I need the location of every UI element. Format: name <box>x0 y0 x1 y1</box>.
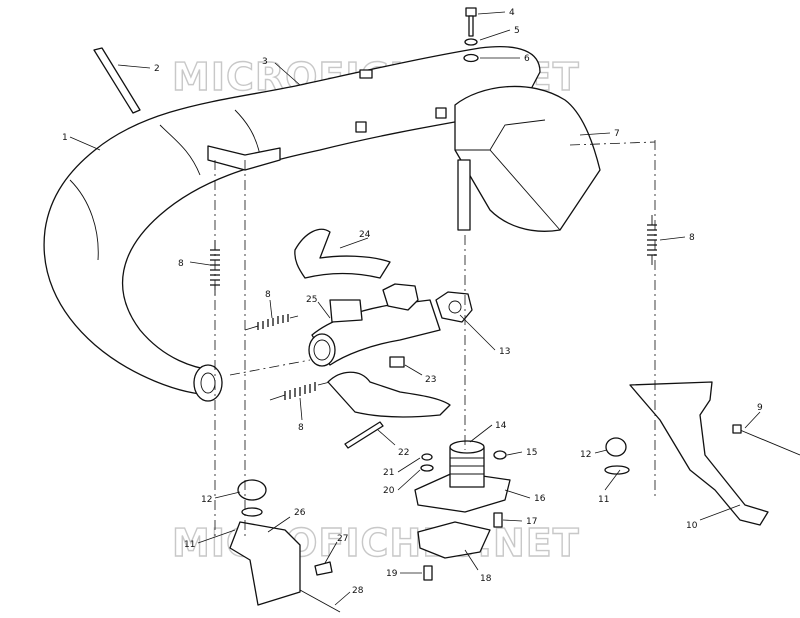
callout-18: 18 <box>480 574 492 584</box>
callout-12-left: 12 <box>201 495 212 505</box>
gasket-1 <box>382 283 419 311</box>
upper-heat-shield <box>294 228 391 279</box>
mount-plate <box>417 521 491 559</box>
spring-right-vertical <box>647 215 657 265</box>
callout-5: 5 <box>514 26 520 36</box>
callout-8-left: 8 <box>178 259 184 269</box>
stud-23 <box>389 356 405 368</box>
callout-14: 14 <box>495 421 507 431</box>
callout-15: 15 <box>526 448 537 458</box>
callout-23: 23 <box>425 375 436 385</box>
callout-7: 7 <box>614 129 620 139</box>
callout-26: 26 <box>294 508 306 518</box>
right-bracket <box>604 381 800 526</box>
callout-8-lower: 8 <box>298 423 304 433</box>
callout-2: 2 <box>154 64 160 74</box>
lower-heat-shield <box>327 371 451 418</box>
washer-21 <box>421 453 433 461</box>
callout-17: 17 <box>526 517 537 527</box>
callout-10: 10 <box>686 521 698 531</box>
exhaust-pipe <box>308 299 441 367</box>
flange-mount <box>414 440 511 513</box>
callout-4: 4 <box>509 8 515 18</box>
callout-20: 20 <box>383 486 395 496</box>
heat-shield <box>454 85 601 232</box>
callout-27: 27 <box>337 534 348 544</box>
gasket-2 <box>435 291 473 323</box>
callout-24: 24 <box>359 230 371 240</box>
callout-8-right: 8 <box>689 233 695 243</box>
callout-3: 3 <box>262 57 268 67</box>
callout-9: 9 <box>757 403 763 413</box>
callout-12-right: 12 <box>580 450 591 460</box>
bolt-17 <box>493 512 503 528</box>
bolt-stack <box>463 7 479 63</box>
callout-19: 19 <box>386 569 398 579</box>
spring-lower <box>269 381 331 401</box>
centerline-6 <box>229 359 311 376</box>
long-bolt <box>344 421 384 449</box>
centerline-5 <box>569 141 656 146</box>
cable-tie <box>93 47 141 114</box>
callout-13: 13 <box>499 347 510 357</box>
callout-28: 28 <box>352 586 364 596</box>
washer-20 <box>420 464 434 472</box>
callout-22: 22 <box>398 448 409 458</box>
callout-21: 21 <box>383 468 394 478</box>
callout-8-middle: 8 <box>265 290 271 300</box>
callout-11-left: 11 <box>184 540 195 550</box>
callout-6: 6 <box>524 54 530 64</box>
spring-middle <box>244 314 299 331</box>
callout-1: 1 <box>62 133 68 143</box>
bolt-19 <box>423 565 433 581</box>
callout-16: 16 <box>534 494 546 504</box>
left-bracket <box>229 479 341 613</box>
washer-15 <box>493 450 507 460</box>
callout-25: 25 <box>306 295 317 305</box>
callout-labels: 1 2 3 4 5 6 7 8 8 8 8 9 10 11 11 12 12 <box>62 8 763 606</box>
callout-11-right: 11 <box>598 495 609 505</box>
